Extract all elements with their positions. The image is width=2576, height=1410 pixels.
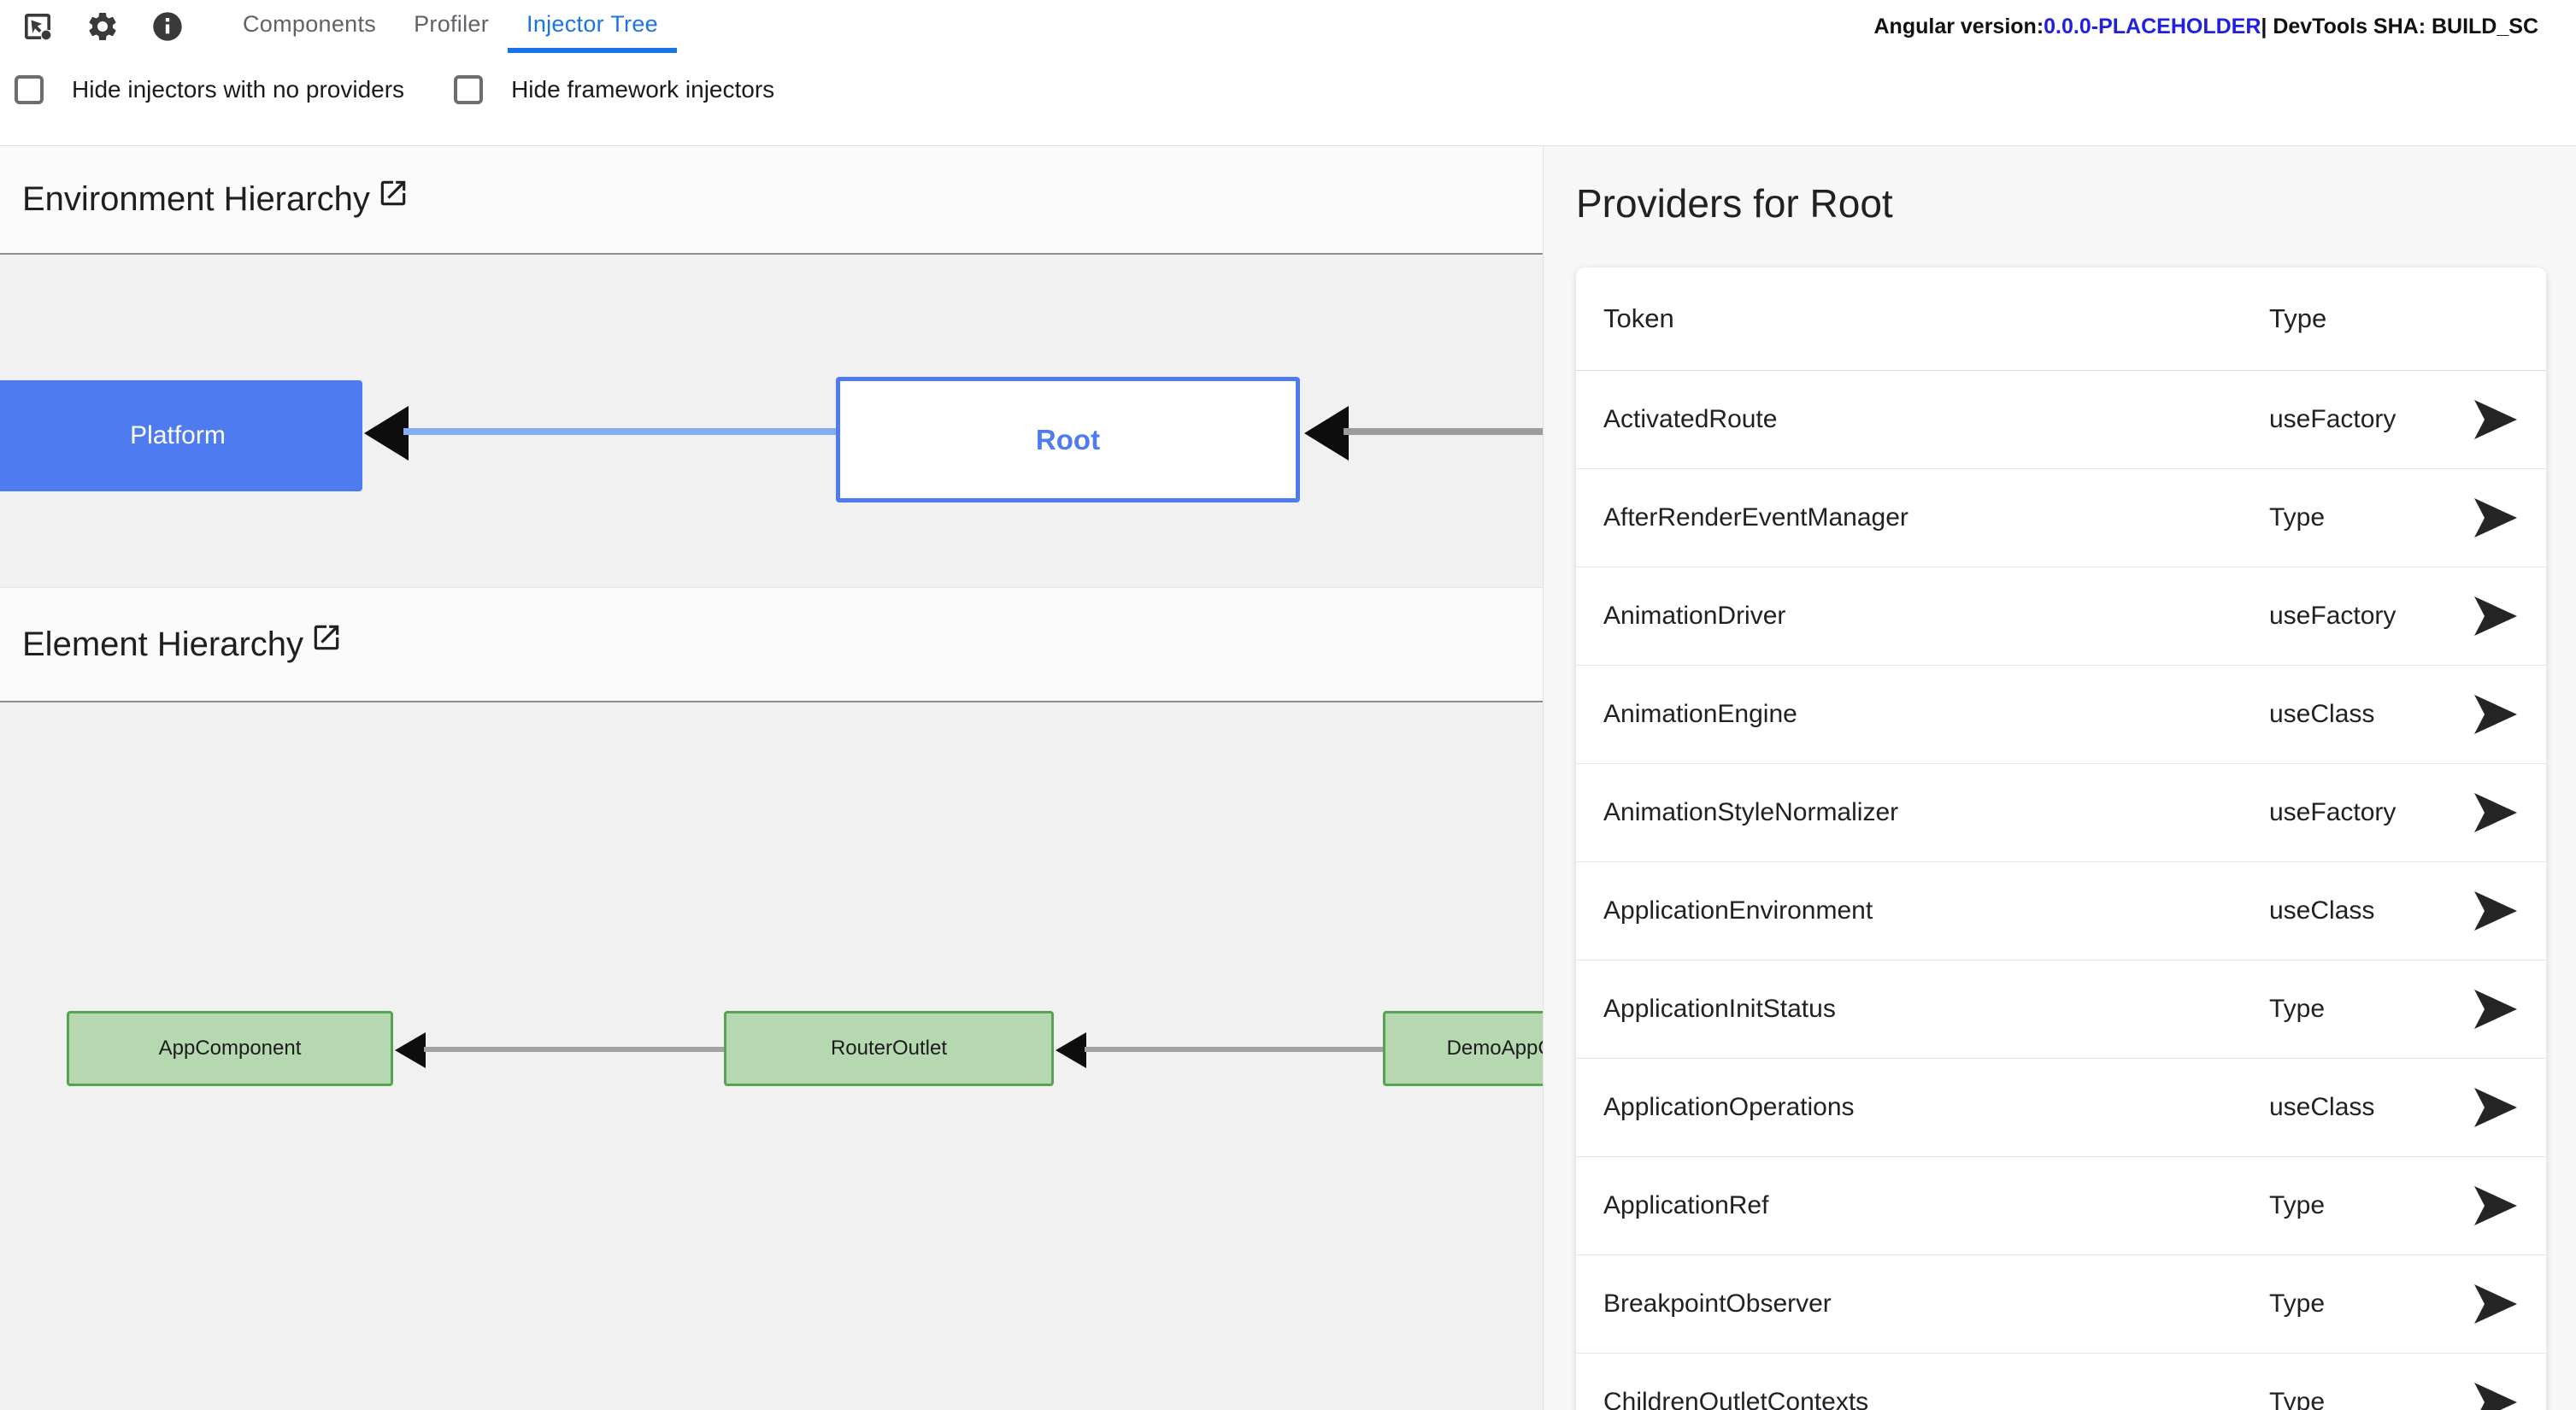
arrowhead-left-icon	[395, 1032, 426, 1068]
arrowhead-left-icon	[1304, 406, 1349, 461]
provider-row[interactable]: AnimationStyleNormalizer useFactory	[1576, 764, 2546, 862]
log-provider-arrow-icon[interactable]	[2474, 1186, 2517, 1225]
provider-type: Type	[2269, 503, 2326, 532]
tab-bar: Components Profiler Injector Tree	[224, 0, 677, 53]
log-provider-arrow-icon[interactable]	[2474, 990, 2517, 1029]
element-hierarchy-header: Element Hierarchy	[0, 587, 1543, 702]
environment-hierarchy-diagram: Platform Root	[0, 255, 1543, 587]
provider-token: AnimationEngine	[1603, 700, 1797, 728]
tab-profiler[interactable]: Profiler	[414, 10, 490, 37]
log-provider-arrow-icon[interactable]	[2474, 596, 2517, 636]
filter-hide-framework[interactable]: Hide framework injectors	[454, 75, 774, 104]
provider-row[interactable]: ActivatedRoute useFactory	[1576, 371, 2546, 469]
checkbox-hide-framework[interactable]	[454, 75, 484, 104]
providers-table-card: Token Type ActivatedRoute useFactory Aft…	[1576, 267, 2546, 1410]
element-hierarchy-title: Element Hierarchy	[22, 625, 304, 663]
environment-hierarchy-header: Environment Hierarchy	[0, 146, 1543, 255]
hierarchy-panels: Environment Hierarchy Platform Root Elem…	[0, 146, 1543, 1410]
version-info: Angular version: 0.0.0-PLACEHOLDER | Dev…	[1874, 0, 2539, 53]
log-provider-arrow-icon[interactable]	[2474, 1284, 2517, 1324]
provider-token: ChildrenOutletContexts	[1603, 1388, 1869, 1410]
provider-token: AnimationStyleNormalizer	[1603, 798, 1899, 826]
provider-token: BreakpointObserver	[1603, 1290, 1832, 1318]
provider-type: Type	[2269, 1290, 2326, 1318]
version-suffix: | DevTools SHA: BUILD_SC	[2261, 14, 2538, 38]
arrowhead-left-icon	[364, 406, 409, 461]
arrowhead-left-icon	[1056, 1032, 1086, 1068]
provider-row[interactable]: ApplicationOperations useClass	[1576, 1059, 2546, 1157]
element-hierarchy-diagram: AppComponent RouterOutlet DemoAppCompone…	[0, 702, 1543, 1410]
main-area: Environment Hierarchy Platform Root Elem…	[0, 146, 2576, 1410]
log-provider-arrow-icon[interactable]	[2474, 1088, 2517, 1127]
info-icon[interactable]	[150, 9, 185, 44]
provider-type: Type	[2269, 995, 2326, 1023]
provider-row[interactable]: BreakpointObserver Type	[1576, 1255, 2546, 1354]
provider-type: useFactory	[2269, 405, 2397, 433]
provider-row[interactable]: ChildrenOutletContexts Type	[1576, 1354, 2546, 1410]
filter-label: Hide framework injectors	[511, 76, 775, 103]
providers-panel-title: Providers for Root	[1576, 181, 1893, 226]
open-in-new-icon[interactable]	[377, 177, 409, 209]
element-node-appcomponent[interactable]: AppComponent	[67, 1011, 393, 1086]
provider-row[interactable]: AnimationEngine useClass	[1576, 666, 2546, 764]
tab-injector-tree[interactable]: Injector Tree	[508, 0, 677, 53]
toolbar: Components Profiler Injector Tree Angula…	[0, 0, 2576, 53]
tab-components[interactable]: Components	[243, 10, 377, 37]
log-provider-arrow-icon[interactable]	[2474, 793, 2517, 832]
log-provider-arrow-icon[interactable]	[2474, 400, 2517, 439]
provider-type: Type	[2269, 1191, 2326, 1219]
provider-token: ApplicationInitStatus	[1603, 995, 1836, 1023]
log-provider-arrow-icon[interactable]	[2474, 891, 2517, 931]
log-provider-arrow-icon[interactable]	[2474, 1383, 2517, 1410]
injector-node-root[interactable]: Root	[836, 377, 1300, 502]
environment-hierarchy-title: Environment Hierarchy	[22, 180, 370, 218]
provider-type: useClass	[2269, 896, 2375, 925]
column-header-type: Type	[2269, 303, 2327, 333]
log-provider-arrow-icon[interactable]	[2474, 695, 2517, 734]
element-node-routeroutlet[interactable]: RouterOutlet	[724, 1011, 1054, 1086]
toolbar-icon-group	[0, 0, 185, 53]
edge-demoapp-to-routeroutlet	[1085, 1047, 1383, 1052]
element-node-demoappcomponent[interactable]: DemoAppComponent	[1383, 1011, 1543, 1086]
provider-type: useClass	[2269, 700, 2375, 728]
log-provider-arrow-icon[interactable]	[2474, 498, 2517, 538]
filter-row: Hide injectors with no providers Hide fr…	[0, 62, 774, 118]
provider-token: ApplicationEnvironment	[1603, 896, 1873, 925]
provider-token: ApplicationOperations	[1603, 1093, 1855, 1121]
filter-label: Hide injectors with no providers	[72, 76, 405, 103]
checkbox-hide-no-providers[interactable]	[15, 75, 44, 104]
provider-token: AfterRenderEventManager	[1603, 503, 1908, 532]
injector-node-platform[interactable]: Platform	[0, 380, 362, 491]
column-header-token: Token	[1603, 303, 1674, 333]
inspect-element-icon[interactable]	[21, 9, 55, 44]
open-in-new-icon[interactable]	[310, 621, 343, 654]
version-prefix: Angular version:	[1873, 14, 2044, 38]
edge-offscreen-to-root	[1344, 428, 1543, 435]
version-link[interactable]: 0.0.0-PLACEHOLDER	[2044, 14, 2261, 38]
settings-gear-icon[interactable]	[85, 9, 120, 44]
edge-routeroutlet-to-appcomponent	[424, 1047, 724, 1052]
provider-token: AnimationDriver	[1603, 602, 1786, 630]
provider-token: ApplicationRef	[1603, 1191, 1769, 1219]
provider-row[interactable]: ApplicationRef Type	[1576, 1157, 2546, 1255]
provider-row[interactable]: AfterRenderEventManager Type	[1576, 469, 2546, 567]
provider-type: useClass	[2269, 1093, 2375, 1121]
providers-panel: Providers for Root Token Type ActivatedR…	[1543, 146, 2576, 1410]
horizontal-divider	[0, 145, 2576, 146]
edge-root-to-platform	[403, 428, 836, 435]
provider-type: useFactory	[2269, 602, 2397, 630]
provider-token: ActivatedRoute	[1603, 405, 1778, 433]
provider-type: useFactory	[2269, 798, 2397, 826]
provider-type: Type	[2269, 1388, 2326, 1410]
providers-table-header: Token Type	[1576, 267, 2546, 371]
provider-row[interactable]: AnimationDriver useFactory	[1576, 567, 2546, 666]
provider-row[interactable]: ApplicationInitStatus Type	[1576, 961, 2546, 1059]
provider-row[interactable]: ApplicationEnvironment useClass	[1576, 862, 2546, 961]
filter-hide-no-providers[interactable]: Hide injectors with no providers	[15, 75, 404, 104]
